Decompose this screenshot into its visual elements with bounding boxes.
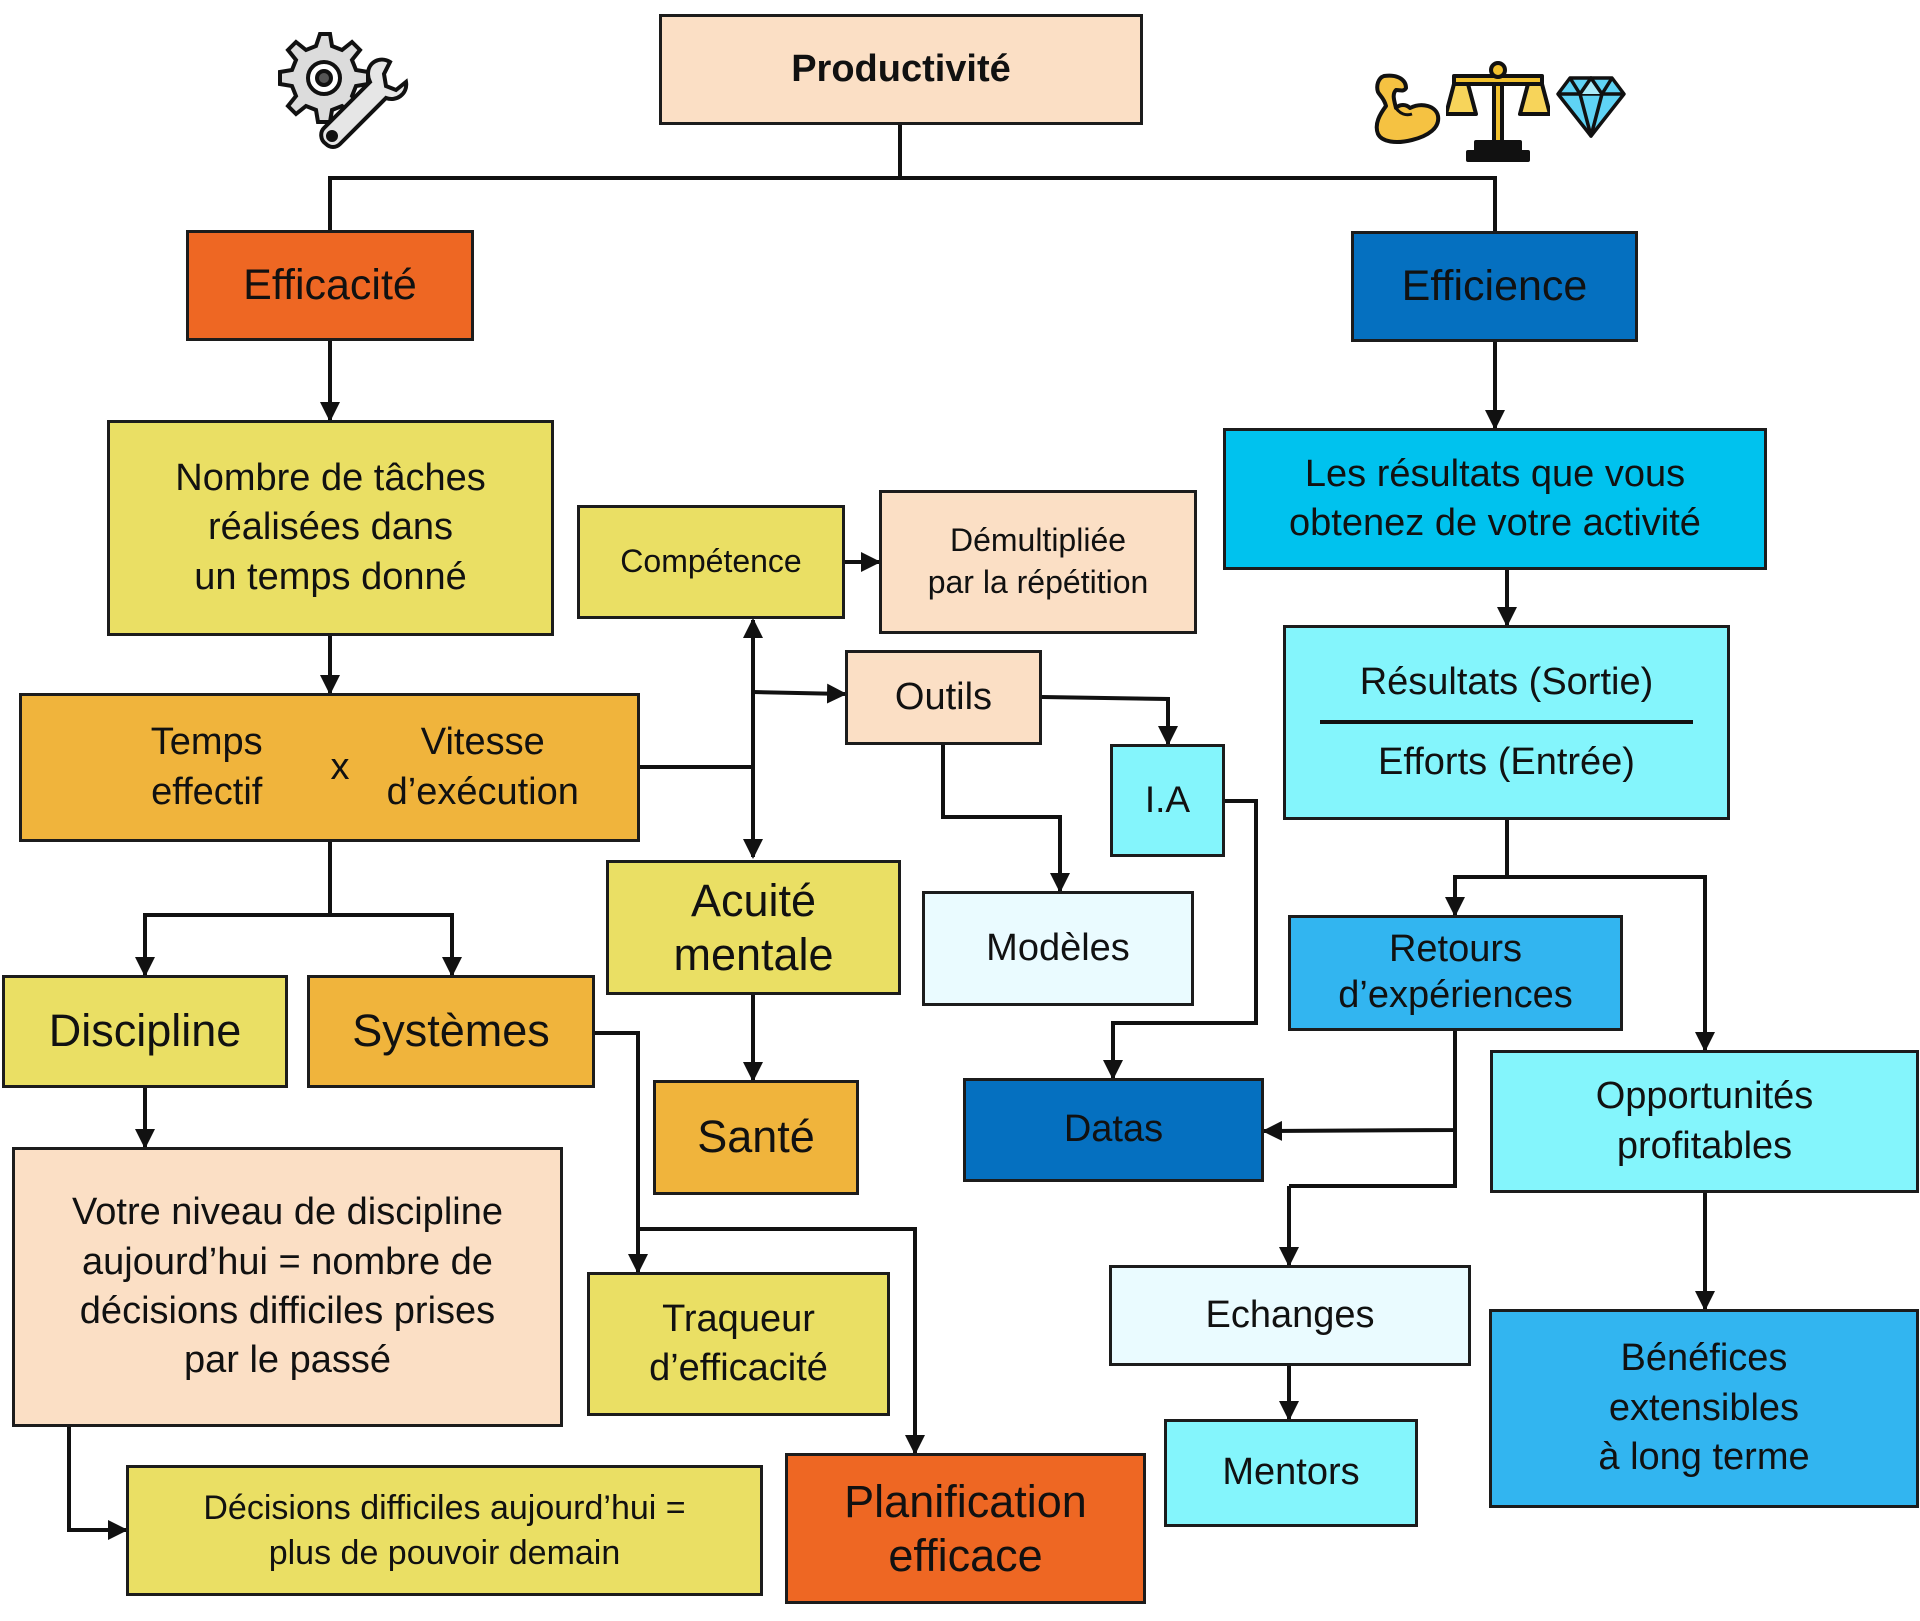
node-nombre-taches-label: Nombre de tâches réalisées dans un temps…	[175, 456, 486, 598]
node-systemes-label: Systèmes	[352, 1005, 550, 1057]
node-nombre-taches: Nombre de tâches réalisées dans un temps…	[107, 420, 554, 636]
node-benefices: Bénéfices extensibles à long terme	[1489, 1309, 1919, 1508]
node-decisions-difficiles: Décisions difficiles aujourd’hui = plus …	[126, 1465, 763, 1596]
gem-icon	[1556, 76, 1626, 138]
node-modeles-label: Modèles	[986, 926, 1130, 969]
node-decisions-difficiles-label: Décisions difficiles aujourd’hui = plus …	[203, 1489, 686, 1572]
ratio-denominator: Efforts (Entrée)	[1378, 740, 1635, 783]
connector-split-opportunites	[1507, 875, 1715, 1052]
connector-ia-datas	[1103, 799, 1258, 1080]
node-acuite-mentale: Acuité mentale	[606, 860, 901, 995]
node-mentors: Mentors	[1164, 1419, 1418, 1527]
node-traqueur-label: Traqueur d’efficacité	[649, 1297, 828, 1389]
node-niveau-discipline-label: Votre niveau de discipline aujourd’hui =…	[72, 1191, 503, 1382]
node-demultipliee-label: Démultipliée par la répétition	[927, 522, 1149, 600]
temps-effectif-label: Temps effectif	[150, 721, 263, 813]
node-efficience-label: Efficience	[1401, 261, 1588, 310]
node-niveau-discipline: Votre niveau de discipline aujourd’hui =…	[12, 1147, 563, 1427]
fraction-bar	[1320, 719, 1693, 724]
node-benefices-label: Bénéfices extensibles à long terme	[1598, 1337, 1810, 1479]
node-outils: Outils	[845, 650, 1042, 745]
node-datas: Datas	[963, 1078, 1264, 1182]
node-productivite-label: Productivité	[791, 47, 1011, 90]
node-efficacite-label: Efficacité	[243, 260, 417, 309]
connector-outils-ia	[1041, 695, 1178, 746]
node-efficience: Efficience	[1351, 231, 1638, 342]
connector-outils-modeles	[941, 745, 1070, 893]
connector-bus-right	[900, 176, 1497, 231]
flexed-biceps-icon	[1374, 73, 1441, 144]
connector-niveau-decisions	[67, 1427, 128, 1540]
node-discipline-label: Discipline	[48, 1005, 242, 1057]
node-echanges: Echanges	[1109, 1265, 1471, 1366]
node-productivite: Productivité	[659, 14, 1143, 125]
connector-spine-outils	[752, 683, 847, 704]
node-datas-label: Datas	[1063, 1108, 1164, 1151]
node-ia-label: I.A	[1144, 779, 1191, 821]
node-opportunites: Opportunités profitables	[1490, 1050, 1919, 1193]
connector-systemes-planification	[638, 1227, 925, 1455]
node-echanges-label: Echanges	[1205, 1293, 1375, 1336]
ratio-numerator: Résultats (Sortie)	[1359, 661, 1654, 704]
vitesse-execution-label: Vitesse d’exécution	[386, 721, 579, 813]
connector-systemes-traqueur	[595, 1031, 648, 1274]
gear-wrench-icon	[278, 32, 409, 149]
node-mentors-label: Mentors	[1222, 1451, 1360, 1494]
multiplication-sign: x	[330, 745, 350, 788]
connector-split-discipline	[135, 913, 330, 977]
node-planification: Planification efficace	[785, 1453, 1146, 1604]
node-retours-experiences: Retours d’expériences	[1288, 915, 1623, 1031]
node-efficacite: Efficacité	[186, 230, 474, 341]
connector-split-systemes	[330, 913, 462, 977]
node-sante: Santé	[653, 1080, 859, 1195]
node-ia: I.A	[1110, 744, 1225, 857]
connector-bus-left	[328, 176, 900, 230]
node-temps-vitesse: Temps effectif x Vitesse d’exécution	[19, 693, 640, 842]
balance-scale-icon	[1446, 61, 1550, 162]
node-competence: Compétence	[577, 505, 845, 619]
node-acuite-mentale-label: Acuité mentale	[673, 874, 834, 980]
node-demultipliee: Démultipliée par la répétition	[879, 490, 1197, 634]
node-competence-label: Compétence	[620, 543, 802, 580]
node-discipline: Discipline	[2, 975, 288, 1088]
node-resultats-activite-label: Les résultats que vous obtenez de votre …	[1289, 452, 1701, 544]
node-resultats-activite: Les résultats que vous obtenez de votre …	[1223, 428, 1767, 570]
node-systemes: Systèmes	[307, 975, 595, 1088]
node-sante-label: Santé	[697, 1111, 815, 1163]
connector-retours-echanges	[1289, 1130, 1457, 1188]
connector-split-retours	[1445, 875, 1507, 917]
connector-retours-datas	[1262, 1031, 1457, 1141]
node-modeles: Modèles	[922, 891, 1194, 1006]
node-outils-label: Outils	[894, 675, 993, 718]
node-traqueur: Traqueur d’efficacité	[587, 1272, 890, 1416]
node-opportunites-label: Opportunités profitables	[1595, 1075, 1814, 1167]
node-ratio: Résultats (Sortie) Efforts (Entrée)	[1283, 625, 1730, 820]
node-planification-label: Planification efficace	[844, 1475, 1087, 1581]
node-retours-experiences-label: Retours d’expériences	[1338, 928, 1573, 1016]
